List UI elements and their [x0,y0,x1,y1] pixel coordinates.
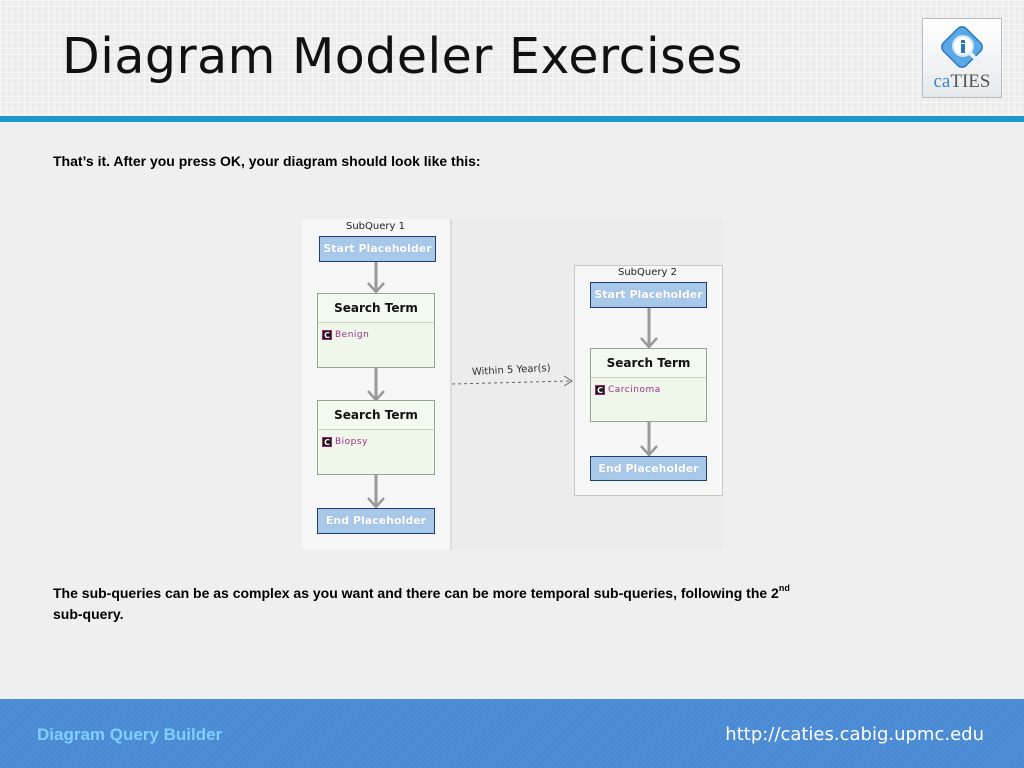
caties-logo: caTIES [922,18,1002,98]
sq1-start-placeholder[interactable]: Start Placeholder [319,236,436,262]
search-term-header: Search Term [318,294,434,323]
concept-icon: C [322,329,332,340]
search-term-header: Search Term [318,401,434,430]
arrowhead [367,497,385,509]
term-value: Biopsy [335,436,368,447]
query-diagram: SubQuery 1 Start Placeholder Search Term… [302,219,723,550]
subquery-2-label: SubQuery 2 [618,267,677,278]
note-text: The sub-queries can be as complex as you… [53,583,973,625]
sq2-start-placeholder[interactable]: Start Placeholder [590,282,707,308]
slide-title: Diagram Modeler Exercises [62,28,743,85]
sq1-end-placeholder[interactable]: End Placeholder [317,508,435,534]
temporal-connector [451,380,571,385]
arrowhead [640,337,658,349]
slide-header: Diagram Modeler Exercises caTIES [0,0,1024,116]
temporal-arrowhead [563,375,573,387]
subquery-1-label: SubQuery 1 [346,221,405,232]
slide-footer: Diagram Query Builder http://caties.cabi… [0,699,1024,768]
search-term-header: Search Term [591,349,706,378]
concept-icon: C [322,436,332,447]
logo-prefix: ca [933,71,951,92]
header-divider [0,116,1024,122]
sq2-end-placeholder[interactable]: End Placeholder [590,456,707,481]
footer-title: Diagram Query Builder [37,725,223,744]
term-value: Carcinoma [608,384,661,395]
term-value: Benign [335,329,370,340]
arrowhead [367,282,385,294]
footer-url-link[interactable]: http://caties.cabig.upmc.edu [725,724,984,745]
magnifier-i-icon [941,26,983,68]
logo-name: TIES [950,71,991,92]
concept-icon: C [595,384,605,395]
note-end: sub-query. [53,606,124,622]
note-superscript: nd [778,583,790,594]
note-main: The sub-queries can be as complex as you… [53,585,779,601]
logo-text: caTIES [923,71,1001,93]
intro-text: That’s it. After you press OK, your diag… [53,153,481,169]
arrowhead [640,445,658,457]
